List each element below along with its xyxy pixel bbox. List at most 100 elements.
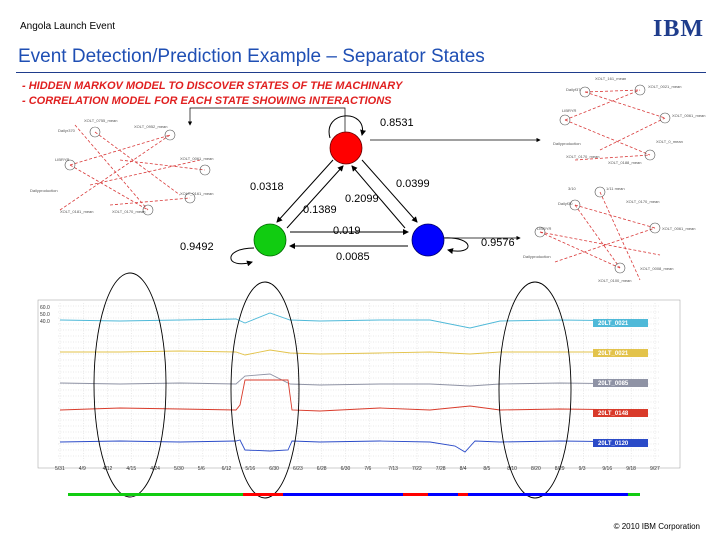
x-axis-ticks: 5/31 4/9 4/12 4/15 4/24 5/30 5/6 6/12 5/16 6/30 6/… [55, 466, 660, 472]
x-tick-label: 5/30 [174, 466, 184, 472]
x-tick-label: 7/28 [436, 466, 446, 472]
ibm-logo: IBM [653, 16, 704, 42]
trace-line-1 [59, 312, 641, 329]
trace-label: 20LT_0021 [598, 321, 629, 327]
right-top-node-label: XOLT_0188_mean [608, 160, 642, 165]
prob-0399: 0.0399 [396, 178, 430, 190]
right-top-node-label: XOLT_0_mean [656, 139, 683, 144]
x-tick-label: 9/3 [579, 466, 586, 472]
trace-line-2 [60, 349, 640, 356]
x-tick-label: 7/22 [412, 466, 422, 472]
bullet-hmm: - HIDDEN MARKOV MODEL TO DISCOVER STATES… [22, 80, 403, 92]
self-loop-blue [442, 237, 469, 254]
trace-label-bg [593, 439, 648, 447]
self-loop-red [328, 115, 367, 139]
left-node-label: XOLT_0181_mean [60, 209, 94, 214]
edge-red-green [276, 159, 334, 223]
prob-red-self: 0.8531 [380, 117, 414, 129]
state-red [329, 131, 363, 165]
prob-0318: 0.0318 [250, 181, 284, 193]
right-bottom-node-label: XOLT_0170_mean [626, 199, 660, 204]
self-loop-green [230, 247, 255, 267]
left-node-label: XOLT_0755_mean [84, 118, 118, 123]
prob-2099: 0.2099 [345, 193, 379, 205]
right-bottom-node-label: XOLT_0008_mean [640, 266, 674, 271]
trace-label-bg [593, 319, 648, 327]
right-top-node-label: Dailyf37 [566, 87, 581, 92]
x-tick-label: 8/5 [483, 466, 490, 472]
x-tick-label: 6/30 [269, 466, 279, 472]
state-green [253, 223, 287, 257]
y-tick: 40.0 [40, 319, 50, 325]
prob-0085: 0.0085 [336, 251, 370, 263]
edge-red-blue [361, 159, 418, 223]
prob-blue-self: 0.9576 [481, 237, 515, 249]
trace-label-bg [593, 379, 648, 387]
correlation-graph-right-bottom: 3/10 1/11 mean Dailyf30 XOLT_0170_mean L… [523, 186, 696, 283]
title-rule [16, 72, 706, 73]
x-tick-label: 5/31 [55, 466, 65, 472]
x-tick-label: 7/13 [388, 466, 398, 472]
left-node-label: XOLT_0161_mean [180, 191, 214, 196]
trace-label: 20LT_0085 [598, 381, 629, 387]
right-top-node-label: XOLT_0061_mean [672, 113, 706, 118]
right-bottom-node-label: XOLT_0061_mean [662, 226, 696, 231]
edge-green-red [286, 165, 344, 229]
trace-line-5 [59, 439, 641, 453]
x-tick-label: 4/9 [79, 466, 86, 472]
right-top-node-label: XOLT_0021_mean [648, 84, 682, 89]
highlight-ellipse-3 [498, 281, 572, 499]
markov-diagram: 0.8531 0.0318 0.0399 0.2099 0.1389 0.019… [180, 115, 515, 267]
right-bottom-node-label: XOLT_0100_mean [598, 278, 632, 283]
x-tick-label: 6/12 [222, 466, 232, 472]
right-bottom-node-label: 1/11 mean [606, 186, 625, 191]
x-tick-label: 6/28 [317, 466, 327, 472]
left-node-label: Dailyr370 [58, 128, 76, 133]
page-title: Event Detection/Prediction Example – Sep… [18, 46, 485, 67]
trace-line-4 [59, 379, 641, 412]
x-tick-label: 4/15 [126, 466, 136, 472]
right-top-node-label: XOLT_161_mean [595, 76, 626, 81]
copyright-footer: © 2010 IBM Corporation [613, 522, 700, 531]
trace-label: 20LT_0148 [598, 411, 629, 417]
edge-blue-red [351, 165, 406, 229]
header-label: Angola Launch Event [20, 21, 116, 32]
x-tick-label: 8/20 [531, 466, 541, 472]
highlight-ellipse-2 [230, 281, 300, 499]
state-strip [68, 493, 640, 496]
x-tick-label: 4/12 [103, 466, 113, 472]
left-node-label: XOLT_0061_mean [180, 156, 214, 161]
x-tick-label: 8/4 [460, 466, 467, 472]
right-top-node-label: XOLT_0170_mean [566, 154, 600, 159]
x-tick-label: 4/24 [150, 466, 160, 472]
x-tick-label: 9/18 [626, 466, 636, 472]
x-tick-label: 9/16 [602, 466, 612, 472]
left-node-label: Dailyproduction [30, 188, 58, 193]
x-tick-label: 8/10 [507, 466, 517, 472]
left-node-label: XOLT_0170_mean [112, 209, 146, 214]
trace-label: 20LT_0021 [598, 351, 629, 357]
right-bottom-node-label: 3/10 [568, 186, 577, 191]
prob-019: 0.019 [333, 225, 361, 237]
y-tick: 50.0 [40, 312, 50, 318]
right-bottom-node-label: LIBRYR [537, 226, 551, 231]
prob-1389: 0.1389 [303, 204, 337, 216]
x-tick-label: 6/23 [293, 466, 303, 472]
right-bottom-node-label: Dailyproduction [523, 254, 551, 259]
x-tick-label: 6/30 [341, 466, 351, 472]
highlight-ellipse-1 [93, 272, 167, 498]
trace-label: 20LT_0120 [598, 441, 629, 447]
left-node-label: XOLT_0952_mean [134, 124, 168, 129]
timeseries-panel: 60.0 50.0 40.0 20LT_0021 20LT_0021 20LT_… [37, 272, 681, 499]
correlation-graph-left: XOLT_0755_mean Dailyr370 XOLT_0952_mean … [30, 118, 214, 216]
x-tick-label: 5/6 [198, 466, 205, 472]
correlation-graph-right-top: XOLT_161_mean XOLT_0021_mean Dailyf37 LI… [553, 76, 706, 165]
right-top-node-label: LIBRYR [562, 108, 576, 113]
right-bottom-node-label: Dailyf30 [558, 201, 573, 206]
x-tick-label: 5/16 [245, 466, 255, 472]
bullet-correlation: - CORRELATION MODEL FOR EACH STATE SHOWI… [22, 95, 392, 107]
connector-arrows [187, 107, 541, 241]
trace-line-3 [59, 373, 641, 387]
trace-labels: 20LT_0021 20LT_0021 20LT_0085 20LT_0148 … [593, 319, 648, 447]
